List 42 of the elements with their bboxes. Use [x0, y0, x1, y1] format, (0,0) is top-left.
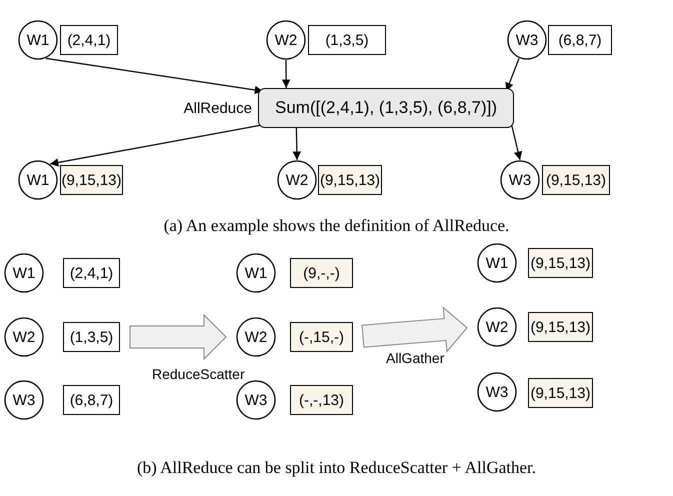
result-box: (9,15,13)	[528, 248, 593, 278]
result-box: (-,15,-)	[290, 322, 353, 352]
arrow	[292, 128, 302, 160]
result-box: (-,-,13)	[290, 385, 353, 415]
vector-box: (2,4,1)	[63, 258, 120, 288]
worker-label: W3	[508, 172, 532, 188]
worker-label: W2	[12, 328, 36, 346]
edge-label: ReduceScatter	[152, 366, 245, 382]
edge-label: AllGather	[386, 350, 444, 366]
vector-box: (2,4,1)	[60, 25, 118, 55]
worker-label: W1	[26, 172, 50, 188]
result-box: (9,15,13)	[528, 312, 593, 342]
arrow	[46, 58, 264, 94]
vector-box: (1,3,5)	[63, 322, 120, 352]
result-box: (9,15,13)	[542, 165, 610, 195]
worker-label: W3	[244, 392, 268, 408]
vector-box: (6,8,7)	[548, 25, 612, 55]
result-box: (9,15,13)	[318, 165, 382, 195]
figure-caption: (a) An example shows the definition of AllReduce.	[162, 216, 510, 236]
block-arrow	[362, 306, 468, 353]
worker-label: W1	[26, 32, 50, 48]
worker-label: W1	[12, 264, 36, 282]
arrow	[510, 124, 522, 160]
vector-box: (6,8,7)	[63, 385, 120, 415]
worker-label: W1	[486, 254, 508, 272]
arrow	[282, 60, 290, 88]
worker-label: W2	[286, 172, 308, 188]
figure-caption: (b) AllReduce can be split into ReduceScatter + AllGather.	[136, 458, 538, 478]
worker-label: W3	[486, 384, 508, 400]
result-box: (9,15,13)	[60, 165, 123, 195]
operation-label: AllReduce	[184, 100, 252, 117]
result-box: (9,-,-)	[290, 258, 353, 288]
result-box: (9,15,13)	[528, 378, 593, 408]
worker-label: W3	[12, 392, 36, 408]
worker-label: W2	[244, 328, 268, 346]
worker-label: W1	[244, 264, 268, 282]
sum-box: Sum([(2,4,1), (1,3,5), (6,8,7)])	[258, 88, 514, 128]
worker-label: W2	[274, 32, 298, 48]
worker-label: W3	[516, 32, 538, 48]
worker-label: W2	[486, 318, 508, 336]
block-arrow	[130, 314, 227, 360]
vector-box: (1,3,5)	[308, 25, 386, 55]
